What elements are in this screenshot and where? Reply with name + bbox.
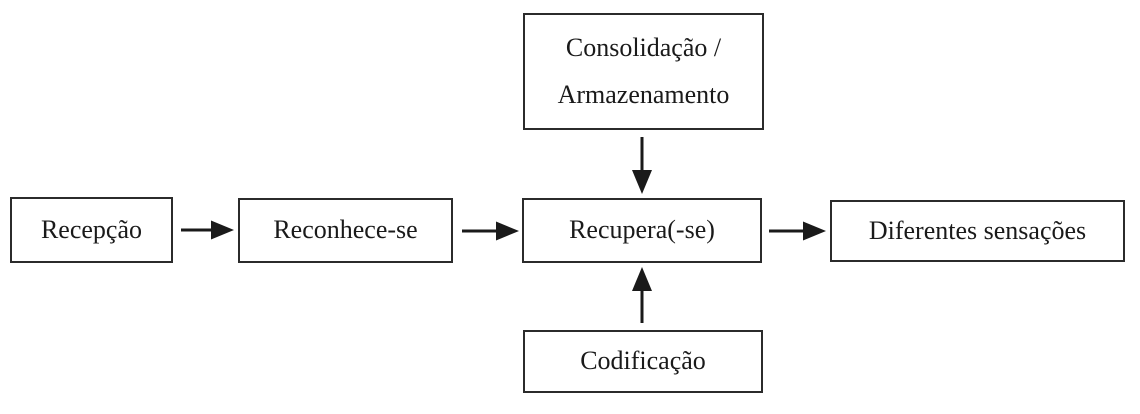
node-recognize-label: Reconhece-se xyxy=(273,215,418,245)
node-reception-label: Recepção xyxy=(40,214,143,244)
node-consolidation-line1: Consolidação / xyxy=(565,32,722,62)
arrow-reception-to-recognize-icon xyxy=(181,220,234,240)
node-retrieve-label: Recupera(-se) xyxy=(569,215,715,245)
arrow-coding-to-retrieve-icon xyxy=(632,267,652,323)
node-coding-label: Codificação xyxy=(580,346,706,376)
node-different-sensations-label: Diferentes sensações xyxy=(868,215,1087,245)
arrow-recognize-to-retrieve-icon xyxy=(462,221,519,241)
node-consolidation-line2: Armazenamento xyxy=(557,79,730,109)
node-recognize: Reconhece-se xyxy=(238,198,453,263)
node-retrieve: Recupera(-se) xyxy=(522,198,762,263)
node-consolidation-storage: Consolidação / Armazenamento xyxy=(523,13,764,130)
arrow-consolidation-to-retrieve-icon xyxy=(632,137,652,194)
node-different-sensations: Diferentes sensações xyxy=(830,200,1125,262)
node-reception: Recepção xyxy=(10,197,173,263)
node-coding: Codificação xyxy=(523,330,763,393)
arrow-retrieve-to-sensations-icon xyxy=(769,221,826,241)
